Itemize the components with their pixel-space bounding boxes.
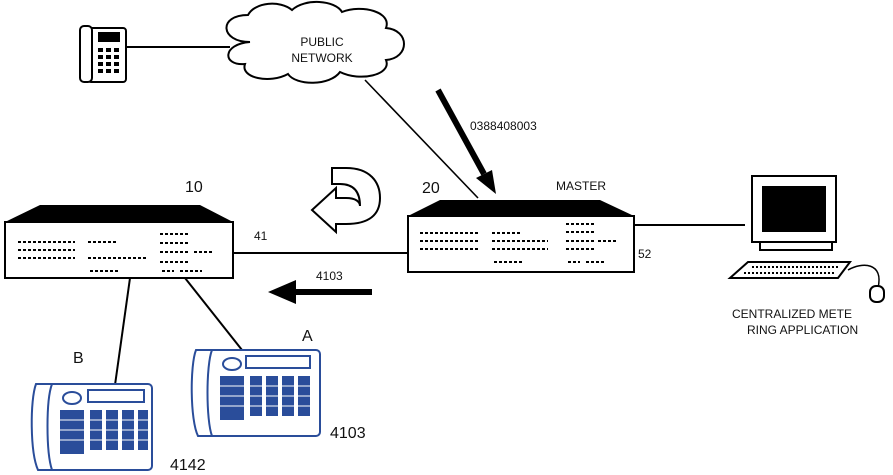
network-to-master-link (364, 79, 479, 199)
phone-a-extension: 4103 (330, 425, 366, 442)
external-phone (79, 25, 127, 83)
phone-b-letter: B (73, 350, 84, 367)
return-u-arrow (310, 167, 382, 235)
app-label-line2: RING APPLICATION (747, 323, 859, 337)
node-to-phone-b-link (114, 277, 131, 386)
link-52-label: 52 (638, 247, 652, 261)
public-network-cloud (225, 1, 405, 84)
node-20-label: 20 (422, 180, 440, 197)
phone-b-extension: 4142 (170, 457, 206, 474)
transfer-arrow (268, 280, 372, 304)
link-41-label: 41 (254, 229, 268, 243)
pbx-node-10 (4, 205, 234, 279)
cloud-label-line2: NETWORK (291, 51, 353, 65)
node-to-phone-a-link (184, 277, 243, 351)
master-label: MASTER (556, 179, 607, 193)
metering-pc (727, 175, 885, 303)
cloud-label-line1: PUBLIC (300, 35, 344, 49)
phone-a (190, 349, 321, 437)
phone-b (30, 383, 153, 471)
transfer-number-label: 4103 (316, 269, 343, 283)
dialed-number-arrow (435, 88, 496, 194)
dialed-number-label: 0388408003 (470, 119, 537, 133)
phone-a-letter: A (302, 328, 313, 345)
node-10-label: 10 (185, 179, 203, 196)
pbx-node-20-master (407, 200, 635, 273)
app-label-line1: CENTRALIZED METE (732, 307, 853, 321)
